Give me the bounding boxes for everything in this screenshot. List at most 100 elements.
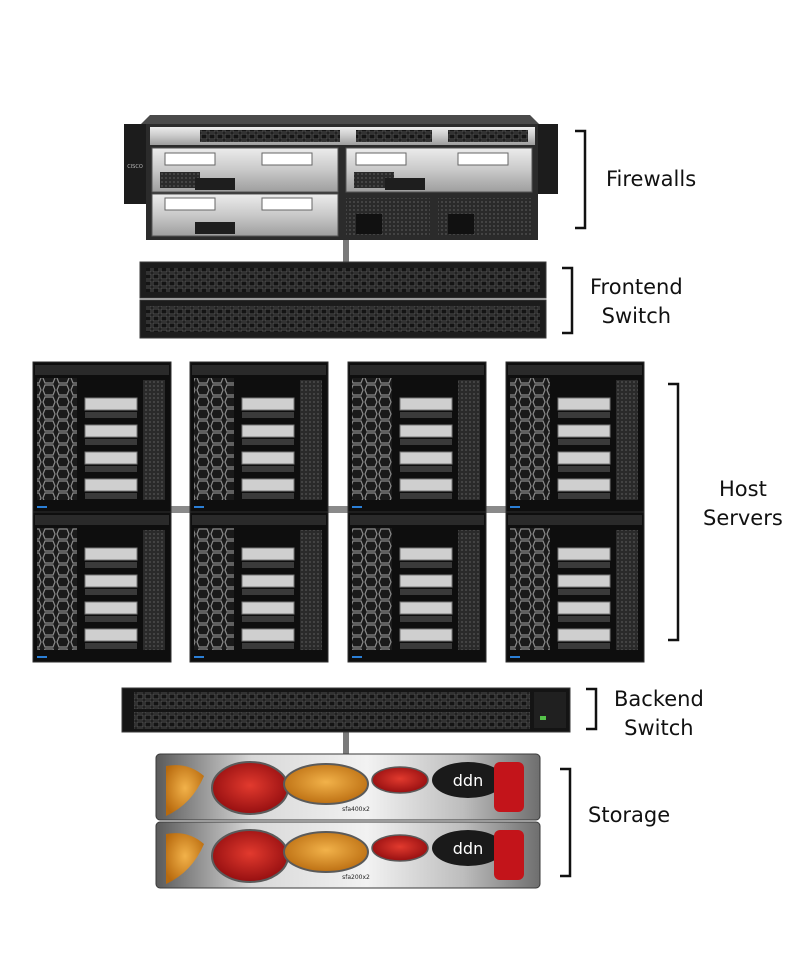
server-drive-bay-shadow	[85, 562, 137, 568]
cisco-logo: CISCO	[127, 164, 143, 170]
host-server-5	[32, 511, 172, 663]
server-drive-bay	[84, 574, 138, 588]
storage-badge	[432, 830, 504, 866]
label-frontend-switch-line2: Switch	[601, 304, 672, 328]
ddn-logo: ddn	[453, 839, 483, 858]
label-host-servers: Host Servers	[703, 475, 783, 533]
firewall-module-1-vent	[160, 172, 200, 188]
frontend-switch-unit-1-ports	[146, 268, 540, 292]
server-drive-bay	[557, 628, 611, 642]
firewall-module-2-handle	[385, 178, 425, 190]
bracket-backend-switch	[586, 687, 598, 731]
server-drive-bay	[557, 451, 611, 465]
server-bezel	[352, 528, 392, 650]
storage-orange-cell	[283, 763, 369, 805]
storage-badge	[432, 762, 504, 798]
firewall-module-3-handle	[195, 222, 235, 234]
server-drive-bay-shadow	[242, 439, 294, 445]
storage-red-cell	[211, 761, 289, 815]
firewall-module-2-slot	[355, 152, 407, 166]
firewall-module-2-slot-2	[457, 152, 509, 166]
connector-firewall-to-switch	[343, 228, 349, 262]
firewall-module-1-handle	[195, 178, 235, 190]
storage-orange-cell	[283, 831, 369, 873]
server-drive-bay	[84, 451, 138, 465]
server-drive-bay	[84, 601, 138, 615]
server-drive-bay-shadow	[85, 589, 137, 595]
firewall-psu-right-plate	[448, 214, 474, 234]
firewall-ports-b	[356, 130, 432, 142]
connector-backend-to-storage	[343, 732, 349, 756]
host-server-4	[505, 361, 645, 513]
server-drive-bay-shadow	[400, 616, 452, 622]
firewall-module-2-vent	[354, 172, 394, 188]
firewall-ports-a	[200, 130, 340, 142]
backend-switch-ports-top	[134, 692, 530, 709]
server-side-mesh	[300, 530, 322, 650]
server-drive-bay	[557, 574, 611, 588]
host-servers-grid	[32, 361, 645, 663]
server-drive-bay-shadow	[85, 616, 137, 622]
server-drive-bay-shadow	[400, 589, 452, 595]
server-side-mesh	[300, 380, 322, 500]
label-storage: Storage	[588, 801, 670, 830]
server-drive-bay-shadow	[558, 562, 610, 568]
server-side-mesh	[616, 530, 638, 650]
server-drive-bay-shadow	[558, 439, 610, 445]
firewall-psu-left-plate	[356, 214, 382, 234]
server-drive-bay-shadow	[400, 493, 452, 499]
server-top-strip	[508, 365, 642, 375]
label-host-servers-line1: Host	[718, 477, 767, 501]
server-drive-bay	[557, 478, 611, 492]
server-drive-bay	[84, 547, 138, 561]
server-drive-bay-shadow	[242, 562, 294, 568]
server-drive-bay	[241, 397, 295, 411]
bracket-host-servers	[668, 382, 680, 642]
server-top-strip	[35, 515, 169, 525]
server-drive-bay	[241, 451, 295, 465]
server-drive-bay-shadow	[85, 643, 137, 649]
backend-switch-led	[540, 716, 546, 720]
storage-orange-cell-left	[166, 765, 204, 816]
server-drive-bay-shadow	[400, 439, 452, 445]
bracket-firewalls	[575, 129, 587, 230]
server-bezel	[510, 528, 550, 650]
server-drive-bay-shadow	[242, 616, 294, 622]
firewall-appliance: CISCO	[124, 115, 558, 240]
firewall-module-1-slot-2	[261, 152, 313, 166]
host-server-3	[347, 361, 487, 513]
server-drive-bay-shadow	[400, 466, 452, 472]
server-status-led	[510, 656, 520, 658]
server-bezel	[37, 378, 77, 500]
server-side-mesh	[458, 530, 480, 650]
server-bezel	[194, 378, 234, 500]
server-drive-bay-shadow	[242, 643, 294, 649]
firewall-module-3-slot-2	[261, 197, 313, 211]
storage-red-end-panel	[494, 762, 524, 812]
frontend-switch-unit-2-ports	[146, 306, 540, 332]
firewall-module-1-slot	[164, 152, 216, 166]
server-drive-bay	[399, 397, 453, 411]
server-side-mesh	[616, 380, 638, 500]
server-drive-bay	[241, 601, 295, 615]
server-drive-bay-shadow	[242, 466, 294, 472]
host-server-6	[189, 511, 329, 663]
server-drive-bay	[241, 547, 295, 561]
server-drive-bay	[399, 547, 453, 561]
label-firewalls: Firewalls	[606, 165, 696, 194]
server-drive-bay	[241, 424, 295, 438]
server-drive-bay	[399, 574, 453, 588]
server-drive-bay-shadow	[558, 412, 610, 418]
bracket-frontend-switch	[562, 266, 574, 335]
bracket-storage	[560, 767, 572, 878]
label-host-servers-line2: Servers	[703, 506, 783, 530]
backend-switch-status-panel	[534, 692, 566, 728]
label-backend-switch: Backend Switch	[614, 685, 704, 743]
server-top-strip	[350, 515, 484, 525]
storage-model-label: sfa400x2	[342, 806, 370, 813]
backend-switch	[121, 687, 571, 733]
